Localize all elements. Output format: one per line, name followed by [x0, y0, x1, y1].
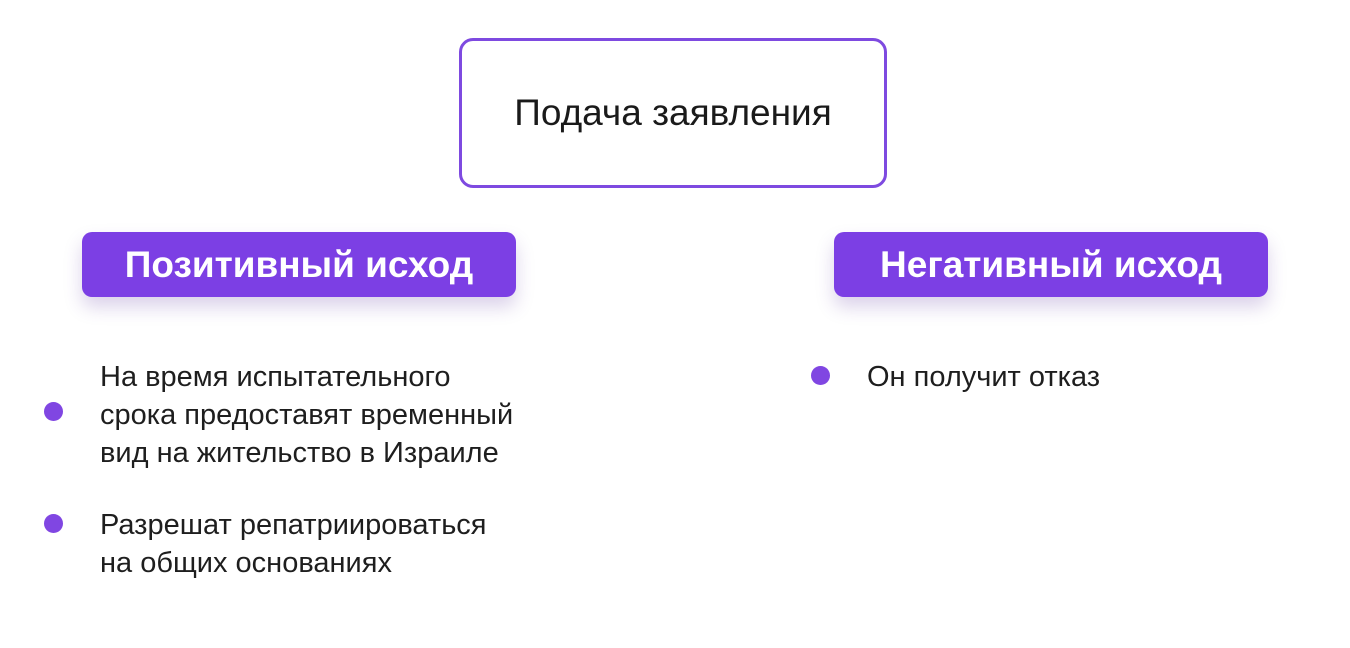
root-node: Подача заявления	[459, 38, 887, 188]
list-item-text: На время испытательного срока предоставя…	[100, 361, 514, 469]
bullet-dot-icon	[44, 514, 63, 533]
list-item-text: Разрешат репатриироваться на общих основ…	[100, 509, 487, 579]
root-node-label: Подача заявления	[514, 92, 832, 133]
negative-outcome-label: Негативный исход	[834, 232, 1268, 297]
bullet-dot-icon	[44, 402, 63, 421]
list-item-text: Он получит отказ	[867, 361, 1101, 393]
bullet-dot-icon	[811, 366, 830, 385]
positive-outcome-label: Позитивный исход	[82, 232, 516, 297]
